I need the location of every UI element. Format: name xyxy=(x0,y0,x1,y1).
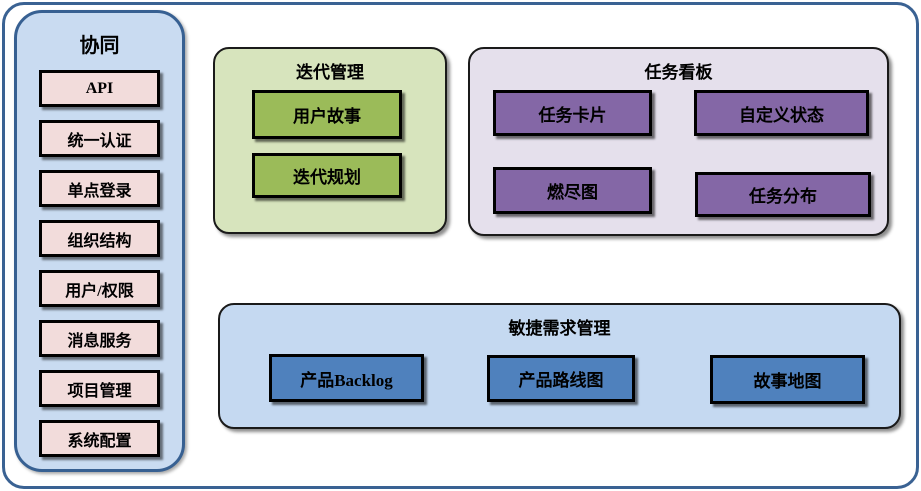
collaboration-item-users-permissions: 用户/权限 xyxy=(39,270,160,307)
iteration-management-group: 迭代管理 用户故事 迭代规划 xyxy=(213,47,447,234)
collaboration-item-api: API xyxy=(39,70,160,107)
collaboration-panel: 协同 API 统一认证 单点登录 组织结构 用户/权限 消息服务 项目管理 系统… xyxy=(14,10,185,472)
feature-user-stories: 用户故事 xyxy=(252,90,402,139)
feature-iteration-planning: 迭代规划 xyxy=(252,153,402,198)
feature-task-cards: 任务卡片 xyxy=(493,90,652,136)
collaboration-panel-title: 协同 xyxy=(79,35,120,57)
collaboration-item-sso: 单点登录 xyxy=(39,170,160,207)
collaboration-item-message-service: 消息服务 xyxy=(39,320,160,357)
collaboration-item-list: API 统一认证 单点登录 组织结构 用户/权限 消息服务 项目管理 系统配置 xyxy=(39,70,160,457)
task-kanban-title: 任务看板 xyxy=(644,63,713,82)
feature-product-roadmap: 产品路线图 xyxy=(487,355,635,402)
feature-custom-status: 自定义状态 xyxy=(694,90,869,136)
task-kanban-group: 任务看板 任务卡片 自定义状态 燃尽图 任务分布 xyxy=(468,47,889,236)
collaboration-item-unified-auth: 统一认证 xyxy=(39,120,160,157)
agile-requirements-group: 敏捷需求管理 产品Backlog 产品路线图 故事地图 xyxy=(218,303,901,429)
iteration-management-title: 迭代管理 xyxy=(296,63,364,82)
feature-task-distribution: 任务分布 xyxy=(695,172,871,217)
feature-burndown-chart: 燃尽图 xyxy=(493,167,652,214)
collaboration-item-system-config: 系统配置 xyxy=(39,420,160,457)
feature-story-map: 故事地图 xyxy=(710,355,865,404)
collaboration-item-org-structure: 组织结构 xyxy=(39,220,160,257)
collaboration-item-project-management: 项目管理 xyxy=(39,370,160,407)
feature-product-backlog: 产品Backlog xyxy=(269,354,424,402)
agile-requirements-title: 敏捷需求管理 xyxy=(508,319,611,338)
